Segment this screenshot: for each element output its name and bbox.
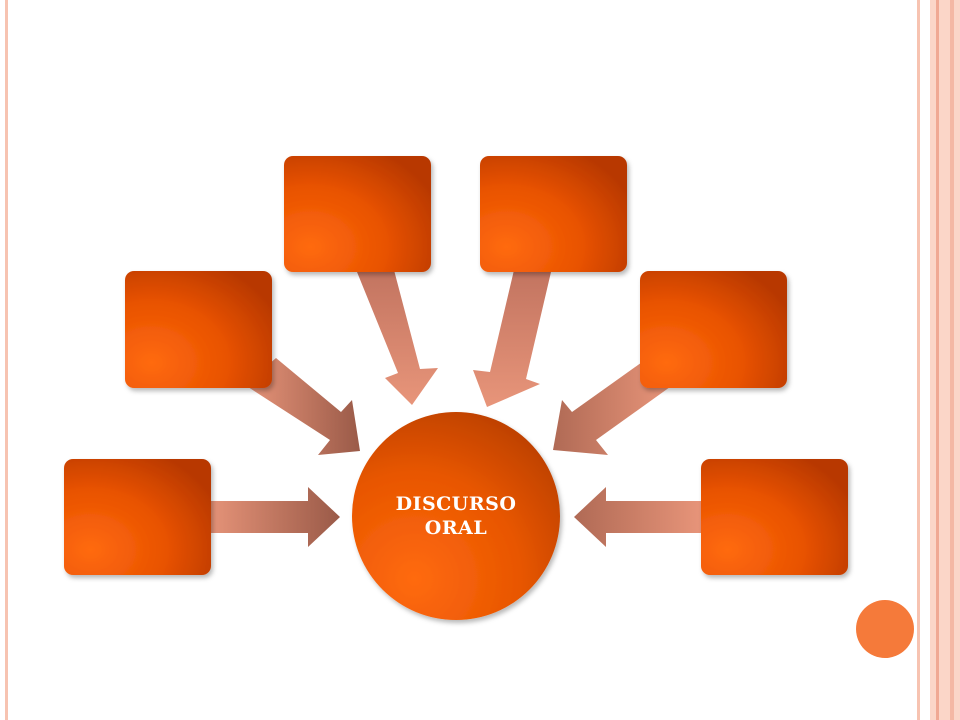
frame-right-line (917, 0, 920, 720)
center-circle (352, 412, 560, 620)
node-right-bottom (701, 459, 848, 575)
frame-left-line (5, 0, 8, 720)
arrow-right-middle (553, 360, 670, 455)
node-left-bottom (64, 459, 211, 575)
arrow-left-bottom (205, 487, 340, 547)
node-top-right (480, 156, 627, 272)
node-top-left (284, 156, 431, 272)
arrow-left-middle (245, 358, 360, 455)
frame-right-band (930, 0, 960, 720)
node-left-middle (125, 271, 272, 388)
arrow-top-left (357, 270, 438, 405)
arrow-top-right (473, 270, 551, 407)
arrow-right-bottom (574, 487, 703, 547)
node-right-middle (640, 271, 787, 388)
accent-dot (856, 600, 914, 658)
